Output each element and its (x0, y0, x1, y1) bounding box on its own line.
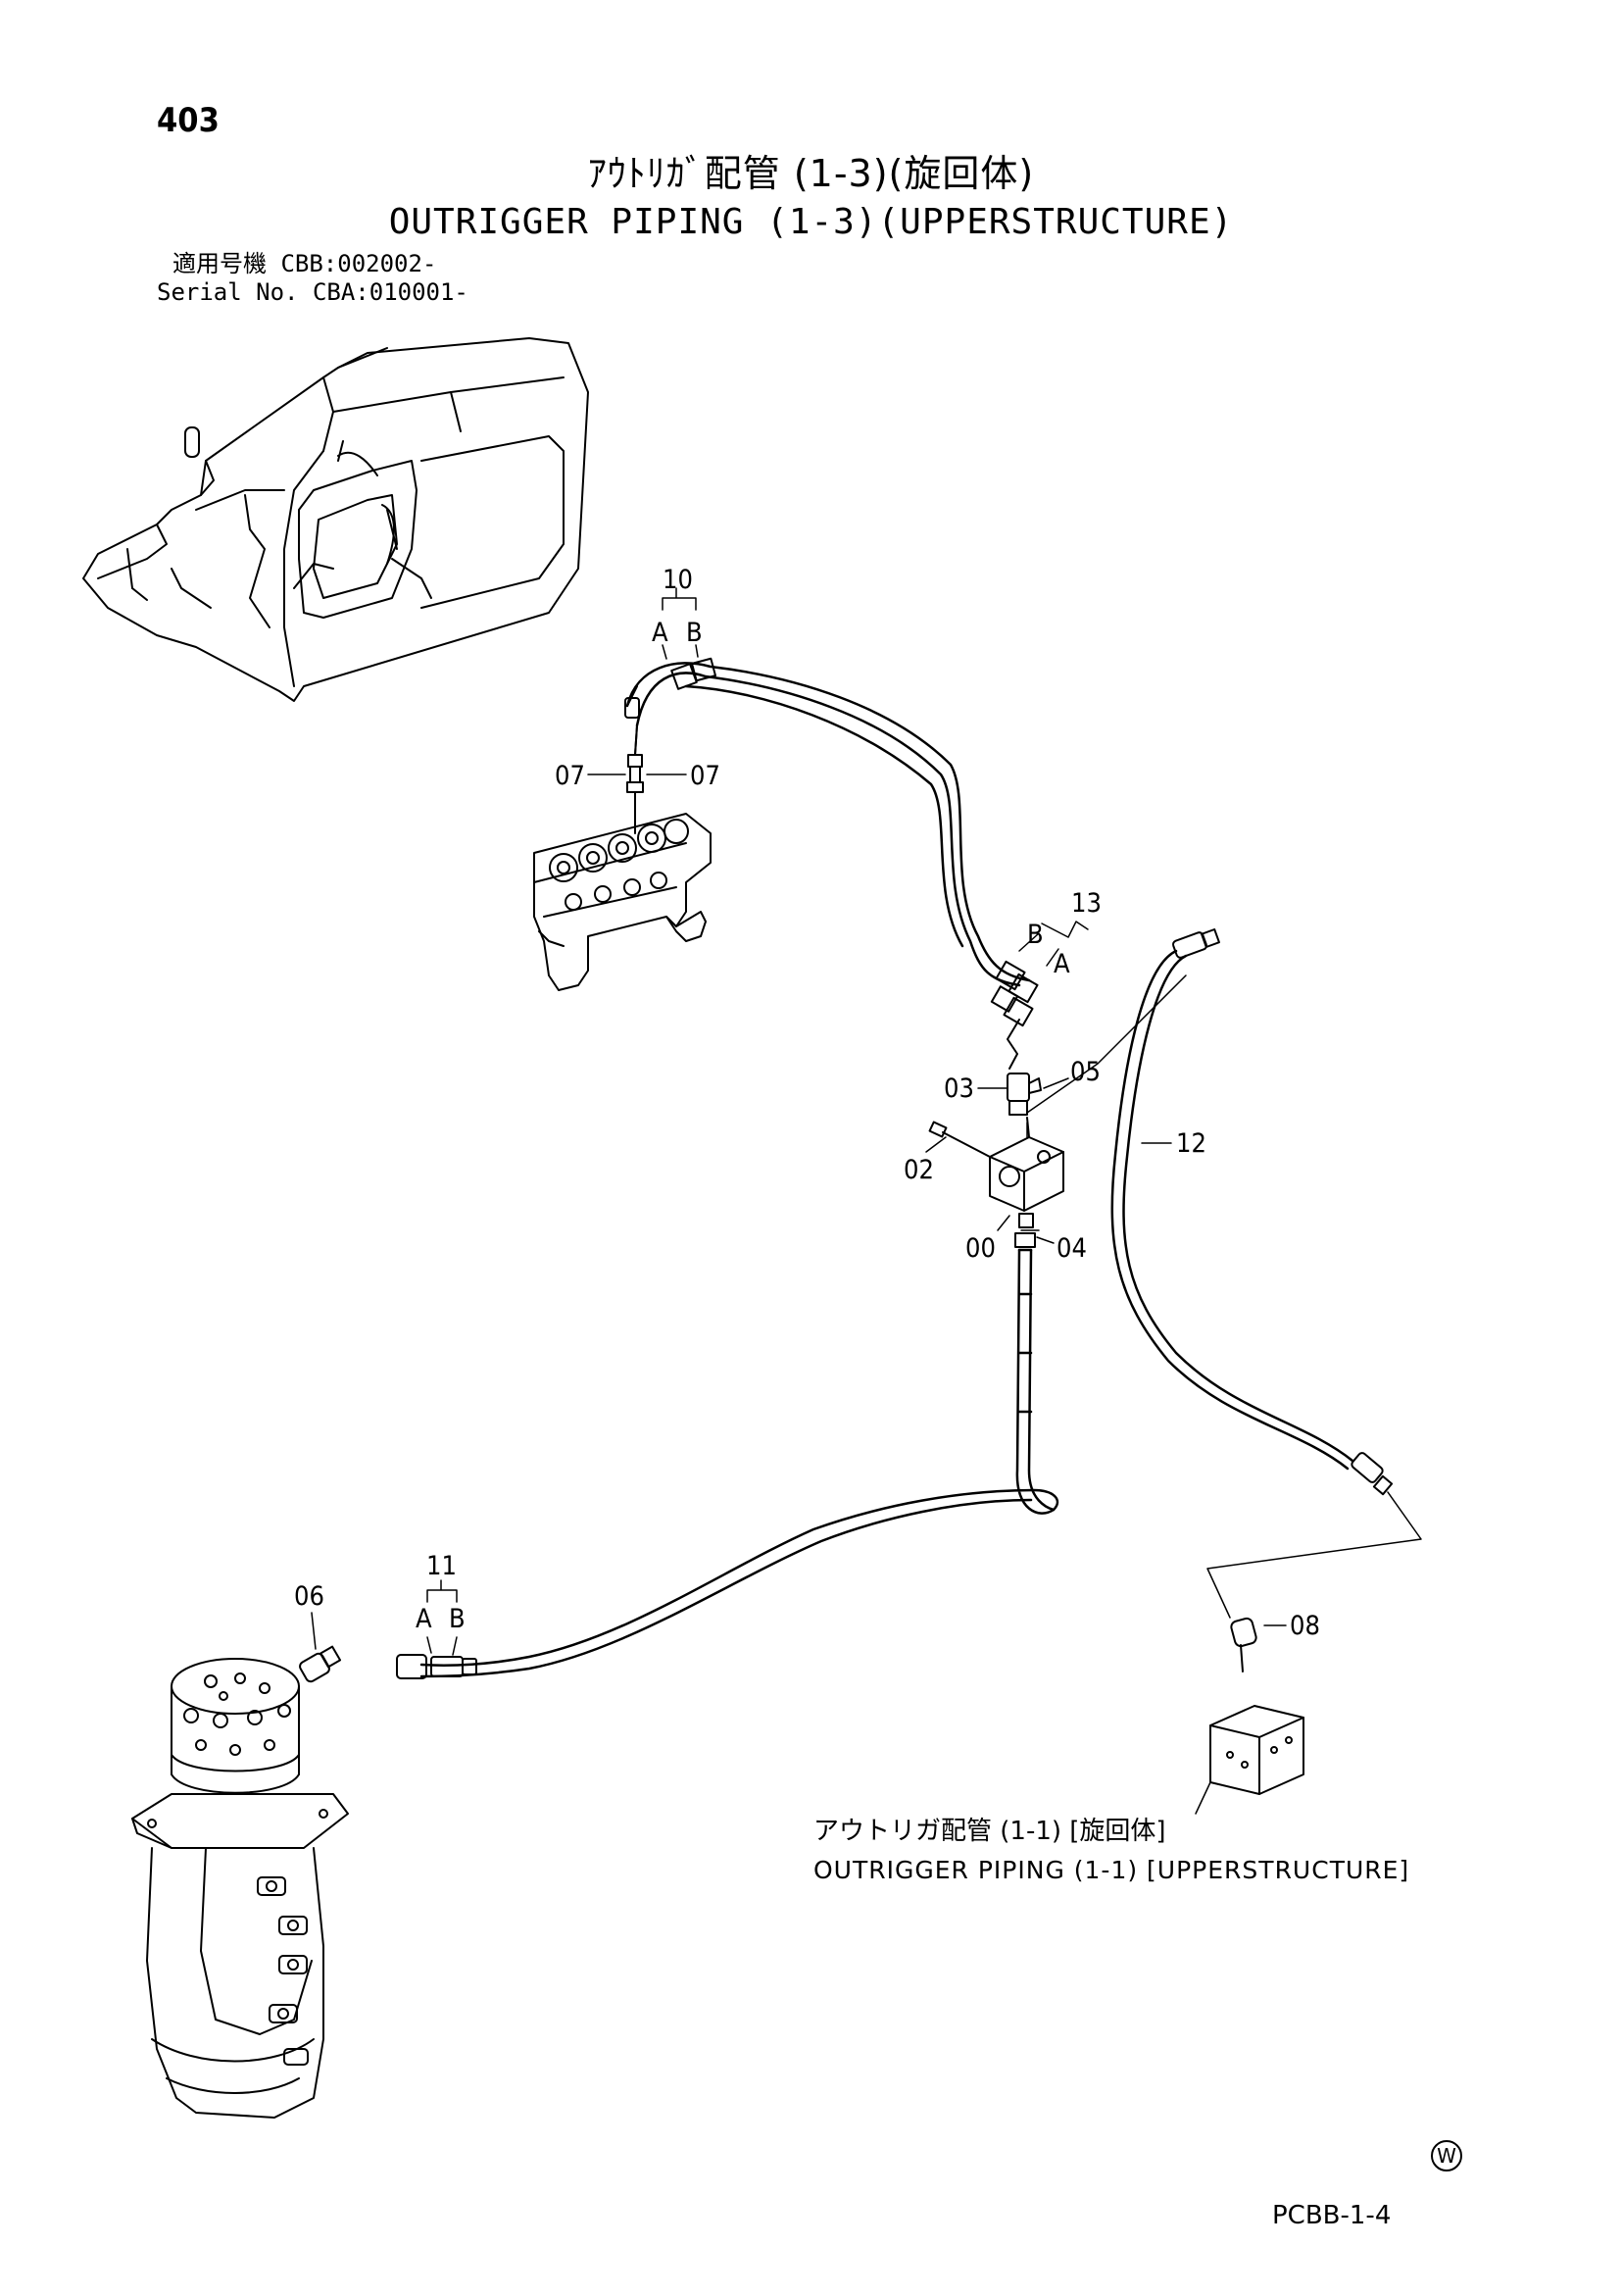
callout-00: 00 (965, 1233, 996, 1264)
swivel-joint-illustration (131, 1658, 349, 2119)
callout-11: 11 (426, 1551, 457, 1581)
callout-12: 12 (1176, 1128, 1206, 1159)
control-valve-illustration (533, 813, 712, 991)
fitting-06 (299, 1645, 342, 1683)
hose-10 (625, 662, 1031, 987)
reference-block (1209, 1705, 1304, 1795)
serial-english: Serial No. CBA:010001- (157, 278, 468, 306)
title-english: OUTRIGGER PIPING (1-3)(UPPERSTRUCTURE) (388, 202, 1234, 242)
callout-04: 04 (1057, 1233, 1087, 1264)
bolt-02 (928, 1121, 991, 1158)
callout-03: 03 (944, 1073, 974, 1104)
circled-w-symbol: W (1431, 2140, 1462, 2171)
callout-11-a: A (416, 1604, 432, 1634)
callout-10: 10 (663, 565, 693, 595)
callout-06: 06 (294, 1581, 324, 1612)
hose-11-fittings (396, 1654, 477, 1679)
callout-10-b: B (686, 618, 703, 648)
reference-japanese: アウトリガ配管 (1-1) [旋回体] (813, 1817, 1166, 1846)
serial-japanese: 適用号機 CBB:002002- (172, 250, 437, 277)
hose-10-fittings (624, 657, 716, 756)
fitting-08 (1230, 1617, 1257, 1672)
fitting-03-05 (1007, 1073, 1042, 1116)
page-number: 403 (157, 101, 220, 140)
callout-13-b: B (1027, 920, 1044, 950)
page-code: PCBB-1-4 (1272, 2201, 1392, 2230)
fitting-04 (1014, 1213, 1036, 1248)
hose-12 (1110, 949, 1354, 1471)
callout-05: 05 (1070, 1057, 1101, 1087)
valve-block-00 (989, 1117, 1064, 1212)
callout-08: 08 (1290, 1611, 1320, 1641)
callout-13: 13 (1071, 888, 1102, 919)
callout-10-a: A (652, 618, 668, 648)
hose-13-fittings (990, 960, 1039, 1070)
hose-lower-to-swivel (419, 1248, 1059, 1678)
leader-lines (311, 587, 1422, 1815)
callout-07-right: 07 (690, 761, 720, 791)
upperstructure-illustration (82, 337, 589, 702)
title-japanese: ｱｳﾄﾘｶﾞ配管 (1-3)(旋回体) (587, 152, 1035, 195)
callout-02: 02 (904, 1155, 934, 1185)
callout-13-a: A (1054, 949, 1070, 979)
fitting-07 (626, 724, 644, 834)
reference-english: OUTRIGGER PIPING (1-1) [UPPERSTRUCTURE] (813, 1856, 1410, 1884)
callout-07-left: 07 (555, 761, 585, 791)
hose-12-fittings (1172, 928, 1394, 1496)
callout-11-b: B (449, 1604, 466, 1634)
